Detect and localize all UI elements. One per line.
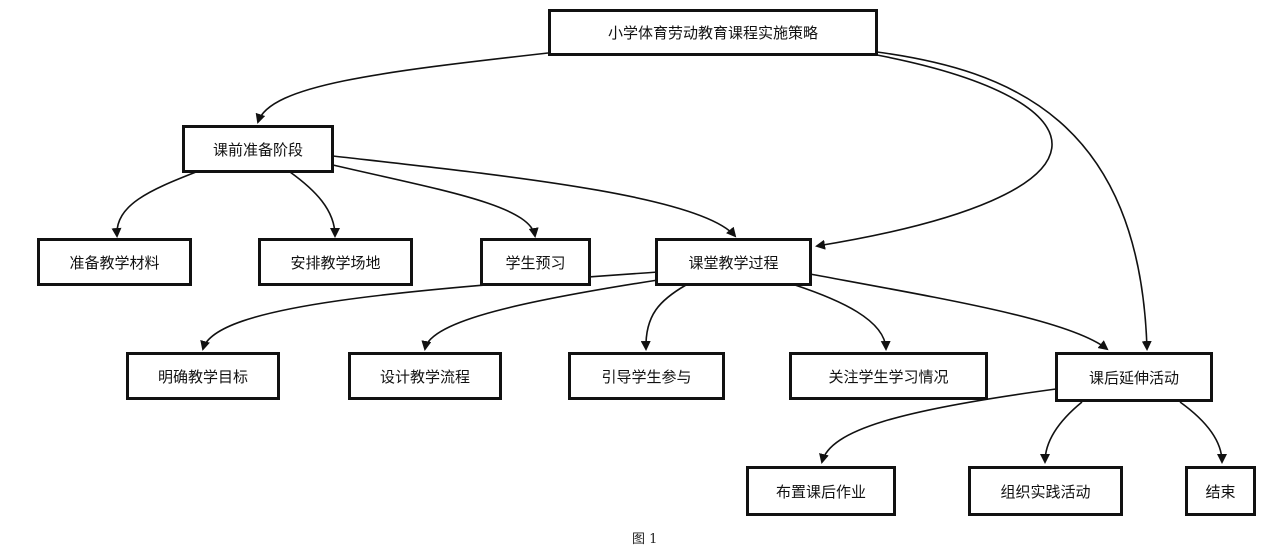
edge-classroom-to-after-class [809, 273, 1109, 351]
edge-pre-class-to-student-preview [332, 164, 539, 238]
node-end: 结束 [1185, 466, 1256, 516]
node-root: 小学体育劳动教育课程实施策略 [548, 9, 878, 56]
node-clear-goals: 明确教学目标 [126, 352, 280, 400]
node-monitor-learning: 关注学生学习情况 [789, 352, 988, 400]
node-organize-practice: 组织实践活动 [968, 466, 1123, 516]
edge-after-class-to-assign-homework [819, 388, 1057, 464]
node-classroom-process: 课堂教学过程 [655, 238, 812, 286]
edge-classroom-to-design-flow [421, 279, 659, 351]
edge-root-to-pre-class [255, 52, 549, 124]
node-guide-participation: 引导学生参与 [568, 352, 725, 400]
edge-root-to-after-class [876, 51, 1152, 351]
edge-root-to-classroom-process [815, 54, 1053, 250]
edge-pre-class-to-prepare-materials [111, 171, 197, 238]
node-arrange-venue: 安排教学场地 [258, 238, 413, 286]
node-prepare-materials: 准备教学材料 [37, 238, 192, 286]
edge-after-class-to-organize-practice [1040, 401, 1083, 464]
node-assign-homework: 布置课后作业 [746, 466, 896, 516]
edge-pre-class-to-classroom-process [332, 155, 737, 238]
node-design-flow: 设计教学流程 [348, 352, 502, 400]
node-student-preview: 学生预习 [480, 238, 591, 286]
edge-classroom-to-monitor-learning [794, 284, 891, 351]
node-pre-class: 课前准备阶段 [182, 125, 334, 173]
figure-caption: 图 1 [632, 532, 658, 547]
edge-classroom-to-guide-participation [640, 284, 687, 351]
node-after-class: 课后延伸活动 [1055, 352, 1213, 402]
edge-pre-class-to-arrange-venue [289, 171, 340, 238]
edge-after-class-to-end [1179, 401, 1227, 464]
